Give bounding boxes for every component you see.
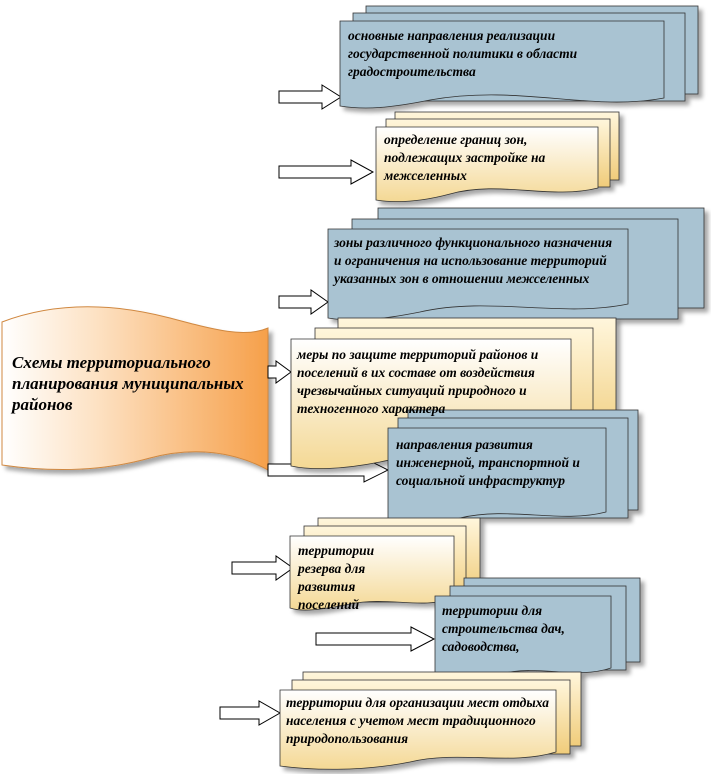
- card-2-text: определение границ зон, подлежащих застр…: [384, 132, 546, 183]
- card-4-text: меры по защите территорий районов и посе…: [297, 347, 539, 416]
- card-8-stack: [279, 671, 582, 770]
- card-5-stack: [387, 409, 639, 527]
- card-3-text: зоны различного функционального назначен…: [334, 235, 613, 286]
- arrow-4: [267, 360, 292, 384]
- main-title: Схемы территориального планирования муни…: [12, 353, 244, 414]
- card-1-text: основные направления реализации государс…: [348, 28, 578, 79]
- card-2-stack: [375, 111, 620, 202]
- arrow-2: [278, 159, 375, 185]
- card-5-text: направления развития инженерной, транспо…: [396, 437, 580, 488]
- arrow-7: [315, 626, 436, 652]
- card-6-text: территории резерва для развития поселени…: [298, 543, 375, 612]
- card-8-text: территории для организации мест отдыха н…: [286, 695, 550, 746]
- card-1-stack: [339, 5, 699, 109]
- arrow-6: [231, 555, 294, 581]
- card-6-stack: [289, 517, 481, 611]
- card-7-text: территории для строительства дач, садово…: [442, 603, 565, 654]
- card-3-stack: [327, 207, 705, 321]
- arrow-1: [278, 84, 342, 110]
- arrow-8: [219, 700, 282, 726]
- arrow-3: [278, 289, 329, 315]
- card-7-stack: [434, 577, 641, 681]
